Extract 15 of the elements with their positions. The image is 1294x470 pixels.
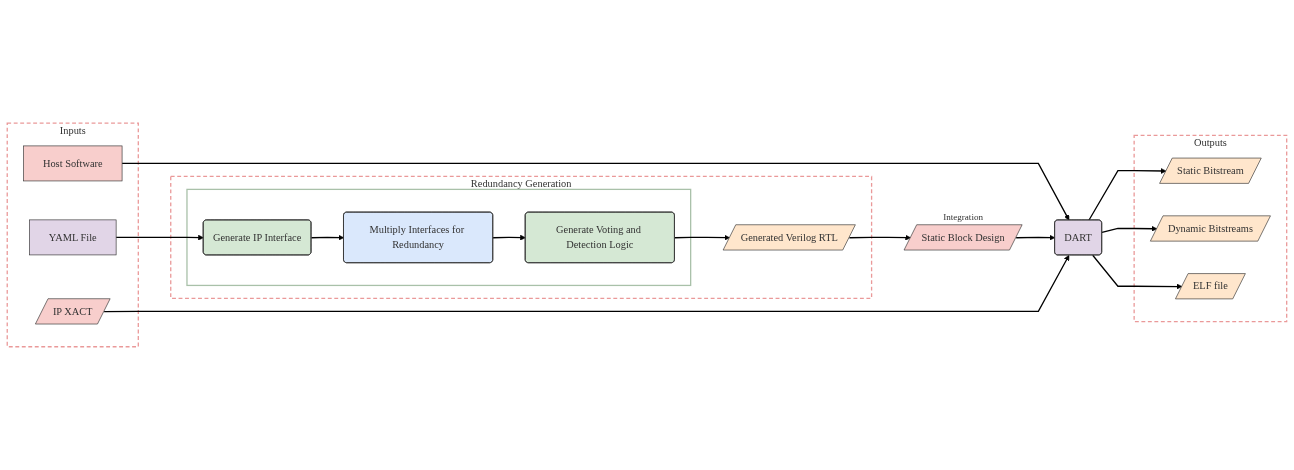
arrow bbox=[492, 234, 526, 241]
arrow bbox=[121, 162, 1070, 221]
arrow bbox=[115, 234, 204, 241]
node-box: Host Software bbox=[23, 145, 123, 182]
arrow bbox=[848, 234, 911, 241]
arrow bbox=[1101, 225, 1158, 234]
arrow bbox=[1015, 234, 1056, 241]
node-caption: Integration bbox=[943, 211, 984, 222]
node-box: YAML File bbox=[29, 219, 117, 256]
arrow bbox=[1088, 168, 1167, 221]
arrow bbox=[674, 234, 731, 241]
arrow bbox=[103, 255, 1070, 313]
cluster bbox=[186, 188, 692, 287]
arrow bbox=[1092, 254, 1183, 290]
arrow bbox=[310, 234, 345, 241]
